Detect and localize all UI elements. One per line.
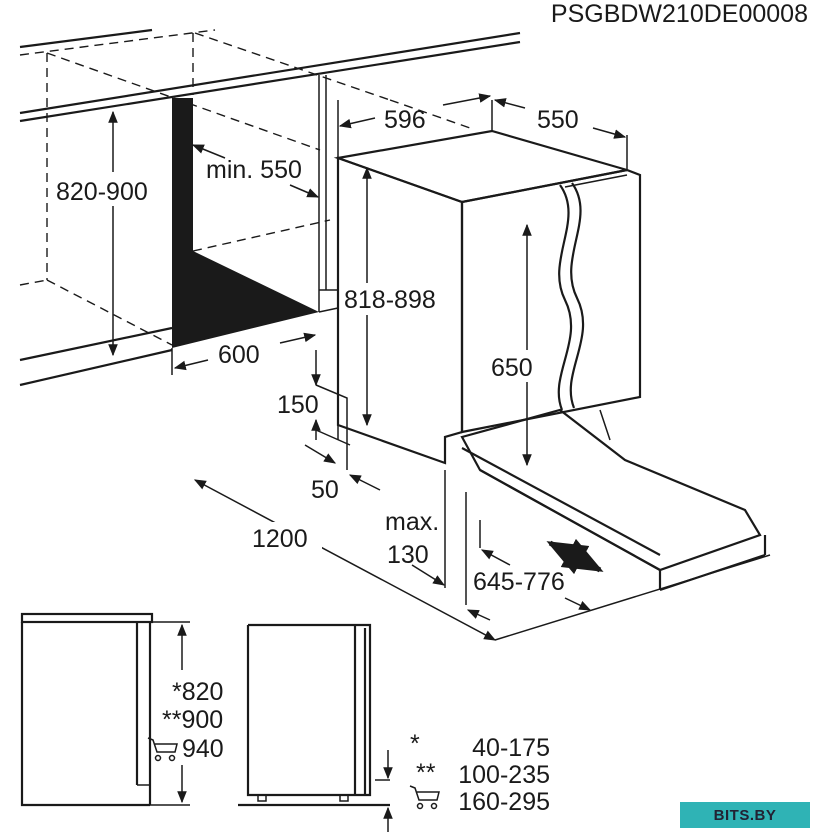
cart-icon [147, 737, 178, 762]
dishwasher-body [333, 100, 767, 592]
side-view-left [20, 612, 190, 807]
watermark-badge: BITS.BY [680, 802, 810, 828]
clearance-width-label: 1200 [252, 525, 308, 553]
side-left-label-1: *820 [172, 678, 223, 706]
side-right-mark-2: ** [416, 759, 436, 787]
side-right-label-1: 40-175 [472, 734, 550, 762]
side-left-label-2: **900 [162, 706, 223, 734]
side-right-label-3: 160-295 [458, 788, 550, 816]
niche-width-label: 600 [218, 341, 260, 369]
appliance-height-label: 818-898 [344, 286, 436, 314]
kitchen-niche [19, 28, 521, 387]
appliance-width-label: 596 [384, 106, 426, 134]
plinth-height-label: 150 [277, 391, 319, 419]
door-height-label: 650 [491, 354, 533, 382]
model-code: PSGBDW210DE00008 [551, 0, 808, 28]
appliance-depth-label: 550 [537, 106, 579, 134]
niche-height-label: 820-900 [56, 178, 148, 206]
side-view-right [238, 623, 393, 832]
min-depth-label: min. 550 [206, 156, 302, 184]
side-right-label-2: 100-235 [458, 761, 550, 789]
max-value-label: 130 [387, 541, 429, 569]
side-left-label-3: 940 [182, 735, 224, 763]
max-label: max. [385, 508, 439, 536]
door-travel-label: 645-776 [473, 568, 565, 596]
plinth-depth-label: 50 [311, 476, 339, 504]
side-right-mark-1: * [410, 730, 420, 758]
cart-icon [409, 785, 440, 810]
door-travel-arrow [546, 538, 604, 575]
